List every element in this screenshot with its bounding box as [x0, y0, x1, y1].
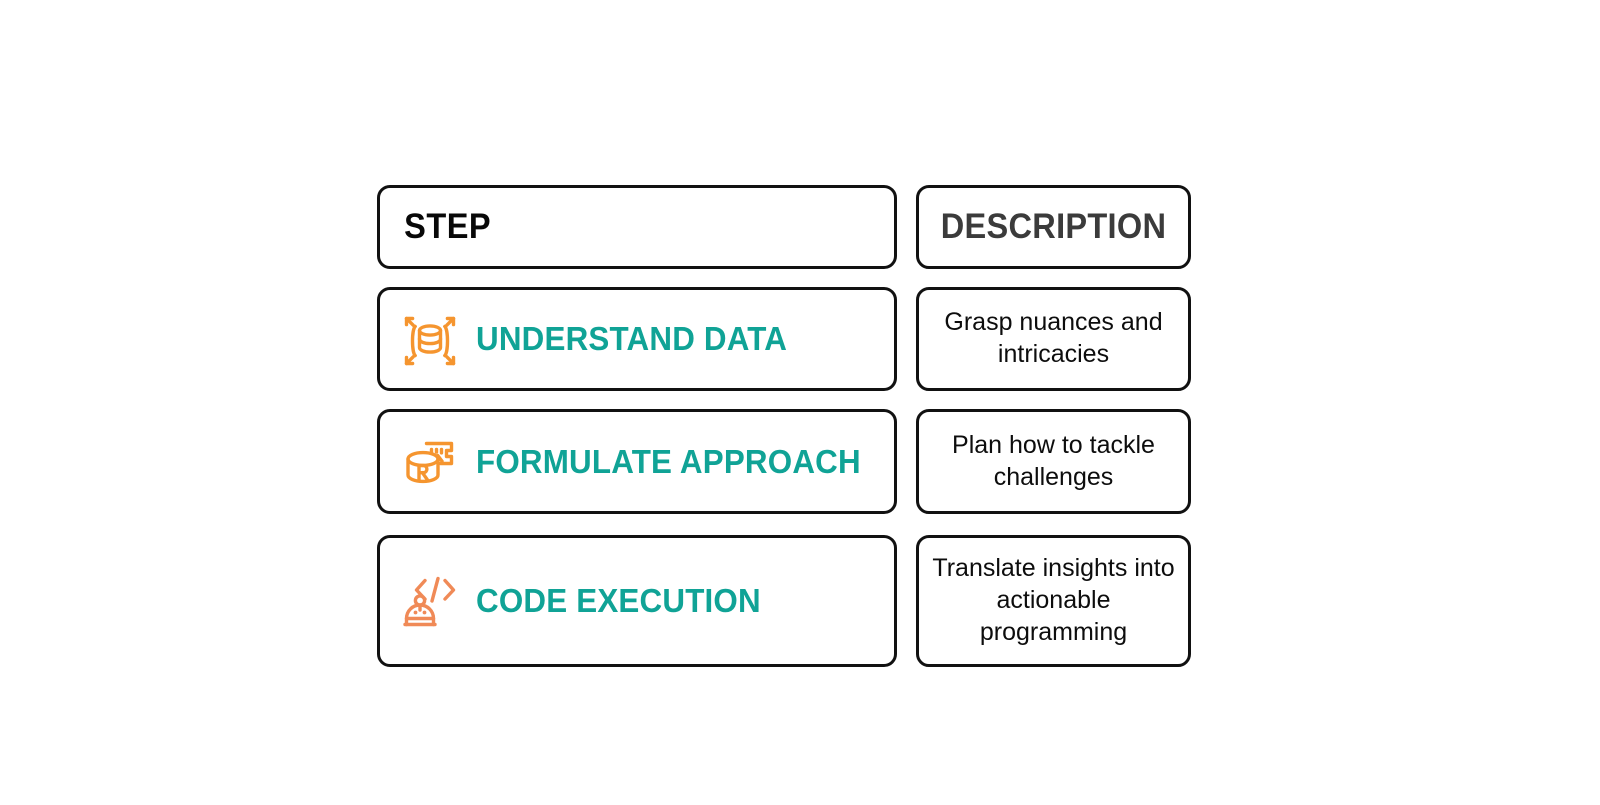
- table-row-step-1[interactable]: UNDERSTAND DATA: [377, 287, 897, 391]
- header-label-step: STEP: [404, 207, 492, 246]
- description-text-3: Translate insights into actionable progr…: [932, 554, 1175, 646]
- table-row-description-3: Translate insights into actionable progr…: [916, 535, 1191, 667]
- table-row-description-1: Grasp nuances and intricacies: [916, 287, 1191, 391]
- table-row-description-2: Plan how to tackle challenges: [916, 409, 1191, 514]
- step-label-1: UNDERSTAND DATA: [476, 320, 788, 357]
- step-label-3: CODE EXECUTION: [476, 582, 761, 619]
- step-description-table: STEP DESCRIPTION: [377, 185, 1191, 667]
- header-cell-step: STEP: [377, 185, 897, 269]
- step-label-2: FORMULATE APPROACH: [476, 442, 861, 480]
- header-cell-description: DESCRIPTION: [916, 185, 1191, 269]
- table-row-step-3[interactable]: CODE EXECUTION: [377, 535, 897, 667]
- database-ruler-icon: [398, 430, 462, 494]
- header-label-description: DESCRIPTION: [940, 207, 1167, 246]
- robot-code-icon: [398, 569, 462, 633]
- description-text-2: Plan how to tackle challenges: [952, 430, 1155, 491]
- description-text-1: Grasp nuances and intricacies: [944, 308, 1163, 368]
- database-expand-icon: [398, 307, 462, 371]
- table-row-step-2[interactable]: FORMULATE APPROACH: [377, 409, 897, 514]
